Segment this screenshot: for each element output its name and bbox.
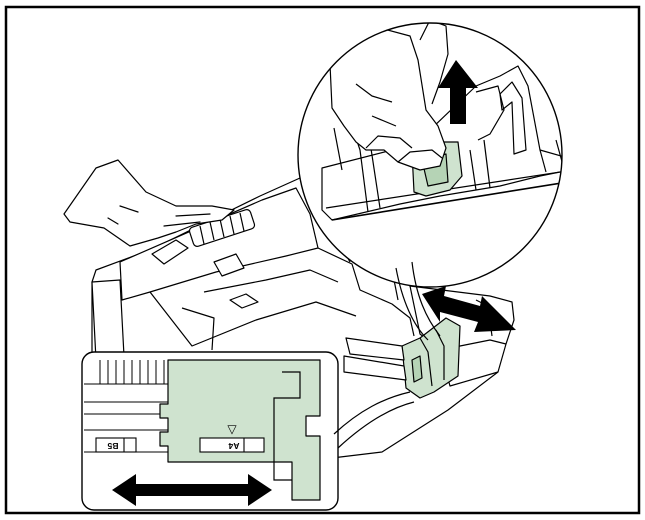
callout-line-top-inner bbox=[411, 261, 441, 337]
callout-line-bottom bbox=[333, 391, 411, 435]
up-arrow-icon bbox=[438, 60, 478, 124]
size-indicator-triangle-icon: ▽ bbox=[227, 422, 237, 436]
a4-label: A4 bbox=[228, 441, 239, 451]
callout-line-top bbox=[395, 267, 429, 341]
double-arrow-icon bbox=[422, 286, 516, 332]
horizontal-double-arrow-icon bbox=[112, 474, 272, 506]
b5-window bbox=[95, 437, 137, 453]
hand-holding-cassette bbox=[63, 159, 235, 247]
width-guide[interactable] bbox=[343, 317, 461, 399]
magnified-release-lever bbox=[297, 22, 563, 288]
callout-line-bottom-inner bbox=[337, 401, 415, 449]
size-indicator-detail: A4 ▽ B5 bbox=[81, 351, 339, 511]
b5-label: B5 bbox=[107, 441, 118, 451]
figure-frame bbox=[4, 5, 641, 515]
a4-window bbox=[199, 437, 265, 453]
